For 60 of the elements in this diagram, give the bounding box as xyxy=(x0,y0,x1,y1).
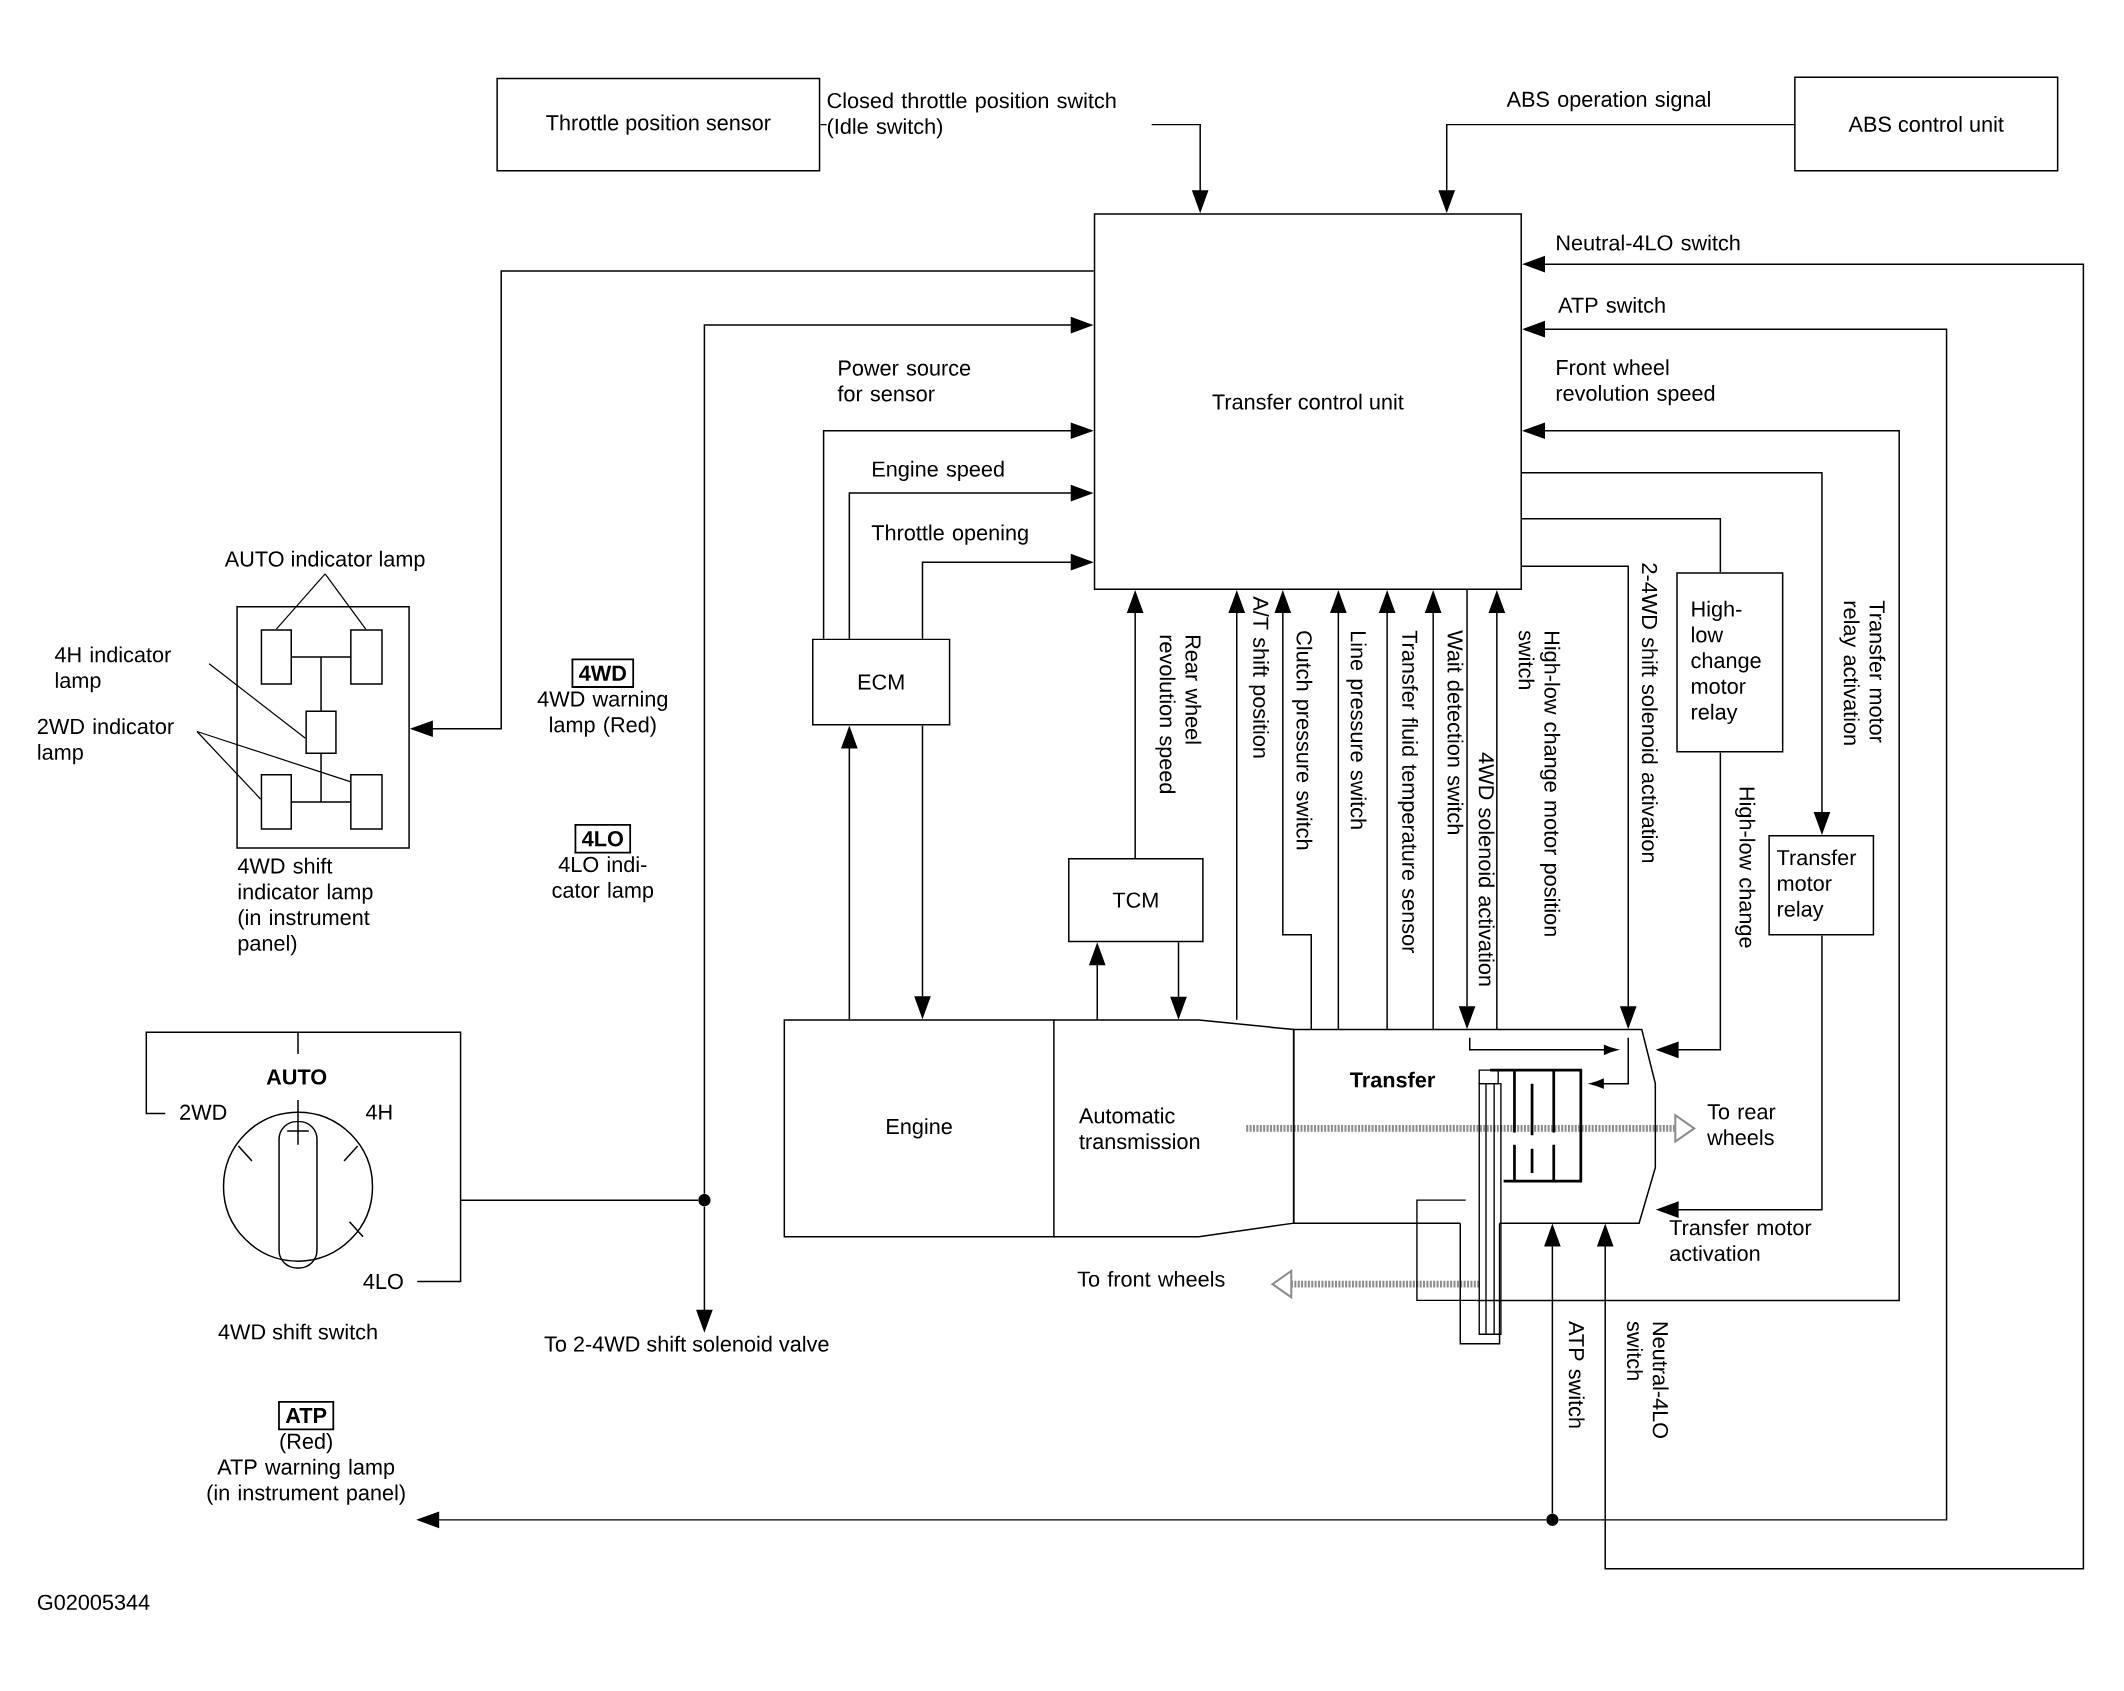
edge-label: ABS operation signal xyxy=(1506,91,1710,112)
relay-box: Transfer motor relay xyxy=(1768,835,1875,936)
signal-line xyxy=(460,1199,699,1202)
callout-text: To 2-4WD shift solenoid valve xyxy=(544,1336,829,1352)
edge-label: High-low change xyxy=(1735,787,1756,948)
edge-label: High-low change motor position switch xyxy=(1518,631,1561,937)
position-label: 4H xyxy=(365,1104,392,1120)
lamp-caption: 4WD shift indicator lamp (in instrument panel) xyxy=(237,858,373,956)
lamp-segment xyxy=(260,629,292,686)
callout-text: AUTO indicator lamp xyxy=(224,550,425,572)
edge-label: 2-4WD shift solenoid activation xyxy=(1641,563,1658,863)
edge-label: 4WD solenoid activation xyxy=(1478,752,1495,986)
edge-label: ATP switch xyxy=(1558,297,1665,314)
transmission-body: Automatic transmission xyxy=(1053,1019,1295,1238)
module-box: ECM xyxy=(812,638,951,726)
lamp-caption: (Red) xyxy=(280,1433,332,1454)
edge-label: Neutral-4LO switch xyxy=(1557,234,1740,251)
text-label: Neutral-4LO switch xyxy=(1626,1321,1669,1439)
engine-block: Engine xyxy=(783,1019,1055,1238)
lamp-segment xyxy=(305,710,337,755)
edge-label: Throttle opening xyxy=(871,524,1028,545)
control-unit-box: ABS control unit xyxy=(1794,76,2059,172)
edge-label: Line pressure switch xyxy=(1346,632,1367,829)
signal-line xyxy=(1521,518,1722,574)
callout-text: 2WD indicator lamp xyxy=(37,718,174,765)
text-label: To rear wheels xyxy=(1707,1104,1776,1146)
lamp-caption: ATP warning lamp (in instrument panel) xyxy=(207,1459,405,1505)
position-label: 4LO xyxy=(363,1274,403,1290)
control-unit-box: Transfer control unit xyxy=(1093,213,1522,591)
switch-caption: 4WD shift switch xyxy=(218,1323,377,1340)
leader-line xyxy=(196,731,262,801)
relay-box: High-low change motor relay xyxy=(1676,572,1784,753)
component-label: Transfer xyxy=(1350,1071,1435,1088)
leader-line xyxy=(208,663,306,740)
text-label: ATP switch xyxy=(1568,1321,1585,1428)
edge-label: Transfer fluid temperature sensor xyxy=(1397,630,1418,954)
edge-label: Transfer motor relay activation xyxy=(1839,601,1886,745)
edge-label: Engine speed xyxy=(873,461,1004,482)
edge-label: A/T shift position xyxy=(1248,596,1269,758)
edge-label: Front wheel revolution speed xyxy=(1556,359,1715,406)
leader-line xyxy=(324,573,367,630)
position-label: 2WD xyxy=(180,1104,227,1120)
edge-label: Rear wheel revolution speed xyxy=(1155,635,1202,794)
callout-text: 4H indicator lamp xyxy=(54,646,171,693)
leader-line xyxy=(196,731,351,783)
lamp-segment xyxy=(350,629,383,686)
leader-line xyxy=(275,573,326,630)
text-label: To front wheels xyxy=(1077,1271,1225,1288)
lamp-segment xyxy=(260,774,292,830)
lamp-caption: 4LO indi-cator lamp xyxy=(552,856,654,903)
edge-label: Wait detection switch xyxy=(1447,630,1464,835)
text-label: G02005344 xyxy=(37,1594,150,1611)
edge-label: Clutch pressure switch xyxy=(1292,631,1313,850)
lamp-caption: 4WD warning lamp (Red) xyxy=(537,691,668,737)
module-box: TCM xyxy=(1068,858,1204,943)
edge-label: Power source for sensor xyxy=(837,360,971,402)
sensor-box: Throttle position sensor xyxy=(496,78,821,172)
position-label: AUTO xyxy=(266,1069,327,1085)
lamp-segment xyxy=(350,774,383,830)
edge-label: Transfer motor activation xyxy=(1669,1219,1812,1262)
